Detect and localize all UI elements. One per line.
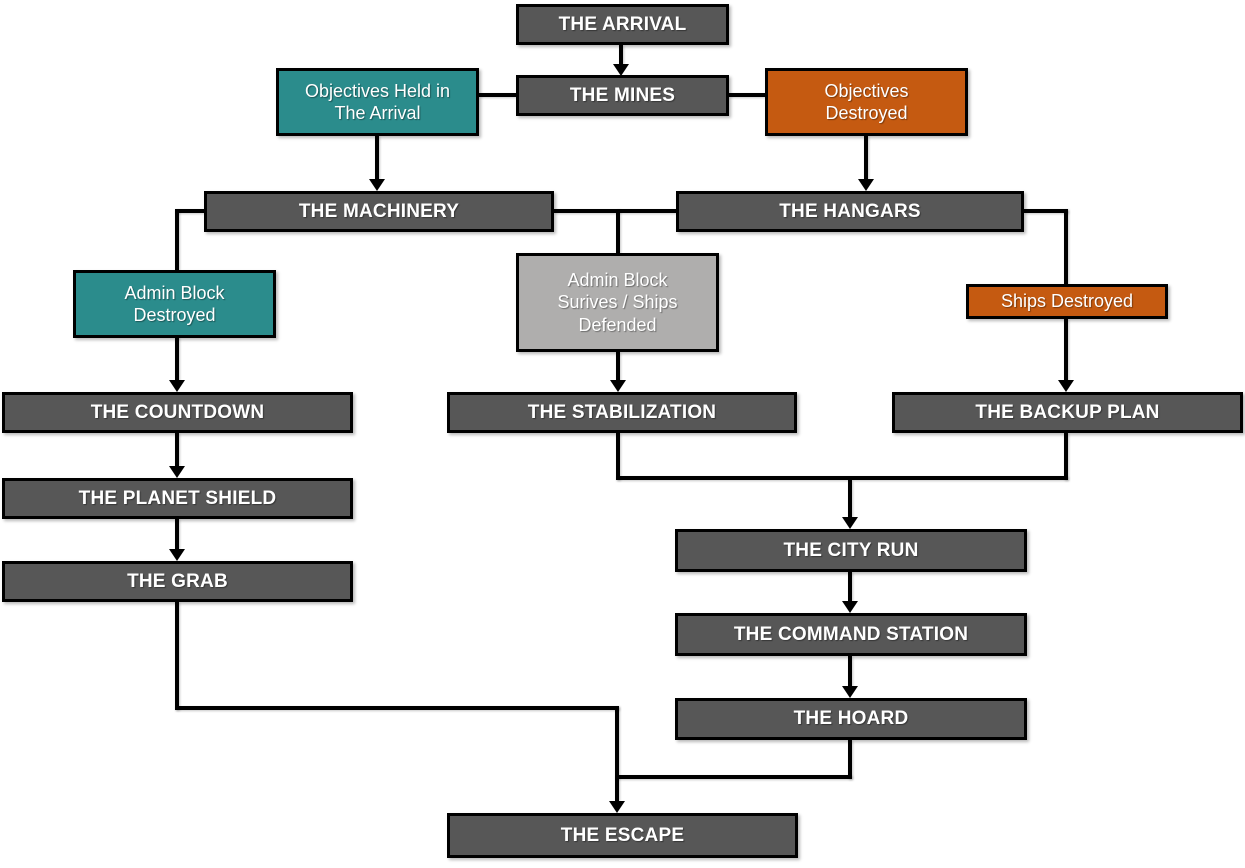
connector-link-to-admin-survives [616,209,620,253]
node-the-mines: THE MINES [516,75,729,116]
connector-planet-shield-to-grab [175,519,179,549]
node-the-city-run: THE CITY RUN [675,529,1027,572]
connector-backup-plan-drop [1064,433,1068,480]
node-the-command-station: THE COMMAND STATION [675,613,1027,656]
node-the-stabilization: THE STABILIZATION [447,392,797,433]
connector-center-to-escape [615,706,619,801]
node-the-arrival: THE ARRIVAL [516,4,729,45]
connector-objectives-held-to-machinery [375,136,379,180]
connector-machinery-to-hangars [554,209,676,213]
arrowhead-escape [609,801,625,813]
arrowhead-hoard [842,686,858,698]
connector-mines-to-objectives-destroyed [729,93,765,97]
connector-arrival-to-mines [619,45,623,65]
connector-grab-to-center-h [175,706,619,710]
arrowhead-backup-plan [1058,380,1074,392]
node-the-planet-shield: THE PLANET SHIELD [2,478,353,519]
connector-countdown-to-planet-shield [175,433,179,466]
arrowhead-machinery [369,179,385,191]
connector-hoard-drop [848,740,852,779]
connector-hangars-right-elbow-h [1024,209,1068,213]
connector-ships-destroyed-to-backup-plan [1064,319,1068,381]
connector-machinery-left-elbow-h [175,209,204,213]
node-objectives-held-in-the-arrival: Objectives Held in The Arrival [276,68,479,136]
node-admin-block-survives-ships-defended: Admin Block Surives / Ships Defended [516,253,719,352]
connector-merge-to-city-run-v [848,480,852,517]
connector-grab-drop [175,602,179,710]
node-the-hoard: THE HOARD [675,698,1027,740]
node-admin-block-destroyed: Admin Block Destroyed [73,270,276,338]
node-ships-destroyed: Ships Destroyed [966,284,1168,319]
node-the-backup-plan: THE BACKUP PLAN [892,392,1243,433]
arrowhead-stabilization [610,380,626,392]
connector-admin-survives-to-stabilization [616,352,620,381]
connector-command-station-to-hoard [848,656,852,686]
arrowhead-hangars [858,179,874,191]
node-the-machinery: THE MACHINERY [204,191,554,232]
connector-hoard-to-center-h [615,775,852,779]
node-the-countdown: THE COUNTDOWN [2,392,353,433]
arrowhead-countdown [169,380,185,392]
connector-objectives-held-to-mines [479,93,516,97]
node-the-escape: THE ESCAPE [447,813,798,858]
connector-hangars-to-ships-destroyed [1064,209,1068,284]
arrowhead-mines [613,64,629,76]
connector-stabilization-drop [616,433,620,480]
node-the-grab: THE GRAB [2,561,353,602]
arrowhead-command-station [842,601,858,613]
connector-city-run-to-command-station [848,572,852,601]
connector-merge-to-city-run-h [616,476,1068,480]
connector-objectives-destroyed-to-hangars [864,136,868,180]
arrowhead-city-run [842,517,858,529]
connector-admin-destroyed-to-countdown [175,337,179,381]
node-objectives-destroyed: Objectives Destroyed [765,68,968,136]
arrowhead-grab [169,549,185,561]
connector-machinery-to-admin-destroyed [175,209,179,270]
arrowhead-planet-shield [169,466,185,478]
node-the-hangars: THE HANGARS [676,191,1024,232]
